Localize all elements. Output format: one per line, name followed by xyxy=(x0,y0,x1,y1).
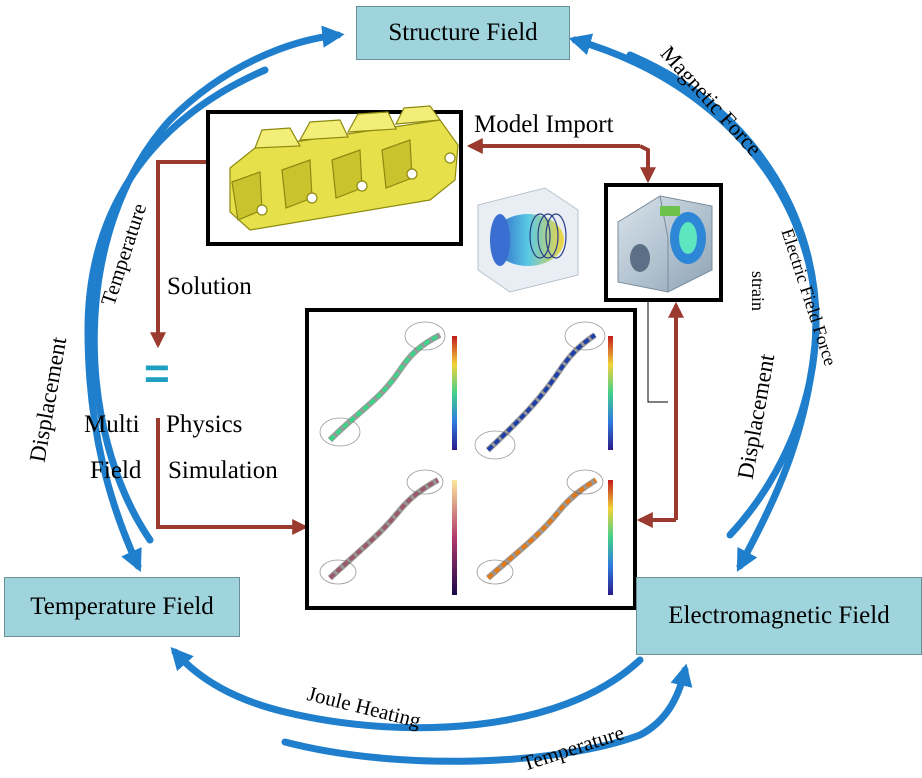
result-plot-3 xyxy=(319,469,457,595)
simulation-label: Simulation xyxy=(168,457,278,484)
electromagnetic-field-box: Electromagnetic Field xyxy=(636,577,922,655)
arrow-temperature-to-electromagnetic xyxy=(281,663,693,765)
arrow-to-results xyxy=(156,418,309,535)
yellow-coil-assembly xyxy=(229,105,459,231)
arrow-structure-to-electromagnetic xyxy=(626,51,820,572)
structure-field-label: Structure Field xyxy=(388,19,538,46)
structure-model-panel xyxy=(206,105,463,246)
physics-label: Physics xyxy=(166,411,243,438)
temperature-field-box: Temperature Field xyxy=(4,577,240,637)
temperature-field-label: Temperature Field xyxy=(30,593,214,620)
arrow-solution-down xyxy=(150,160,208,349)
cylinder-coil-model xyxy=(477,187,579,293)
strain-label: strain xyxy=(748,271,768,311)
strain-bracket-line xyxy=(647,300,668,403)
workflow-arrows xyxy=(150,138,684,535)
electromagnetic-model-panel xyxy=(604,183,723,302)
result-plot-2 xyxy=(474,321,613,460)
solution-label: Solution xyxy=(167,273,252,300)
model-import-label: Model Import xyxy=(474,111,614,138)
result-plot-4 xyxy=(476,469,613,595)
arrow-structure-to-temperature xyxy=(84,66,269,573)
arrow-model-import-down xyxy=(639,144,656,184)
simulation-results-panel xyxy=(305,308,637,610)
multi-label: Multi xyxy=(84,411,140,438)
electromagnetic-field-label: Electromagnetic Field xyxy=(668,602,890,629)
cycle-arrows xyxy=(84,25,820,765)
structure-field-box: Structure Field xyxy=(356,6,570,60)
result-plot-1 xyxy=(319,321,457,450)
field-label: Field xyxy=(90,457,142,484)
equals-symbol: = xyxy=(144,349,170,398)
arrow-electromagnetic-to-temperature xyxy=(170,646,644,732)
